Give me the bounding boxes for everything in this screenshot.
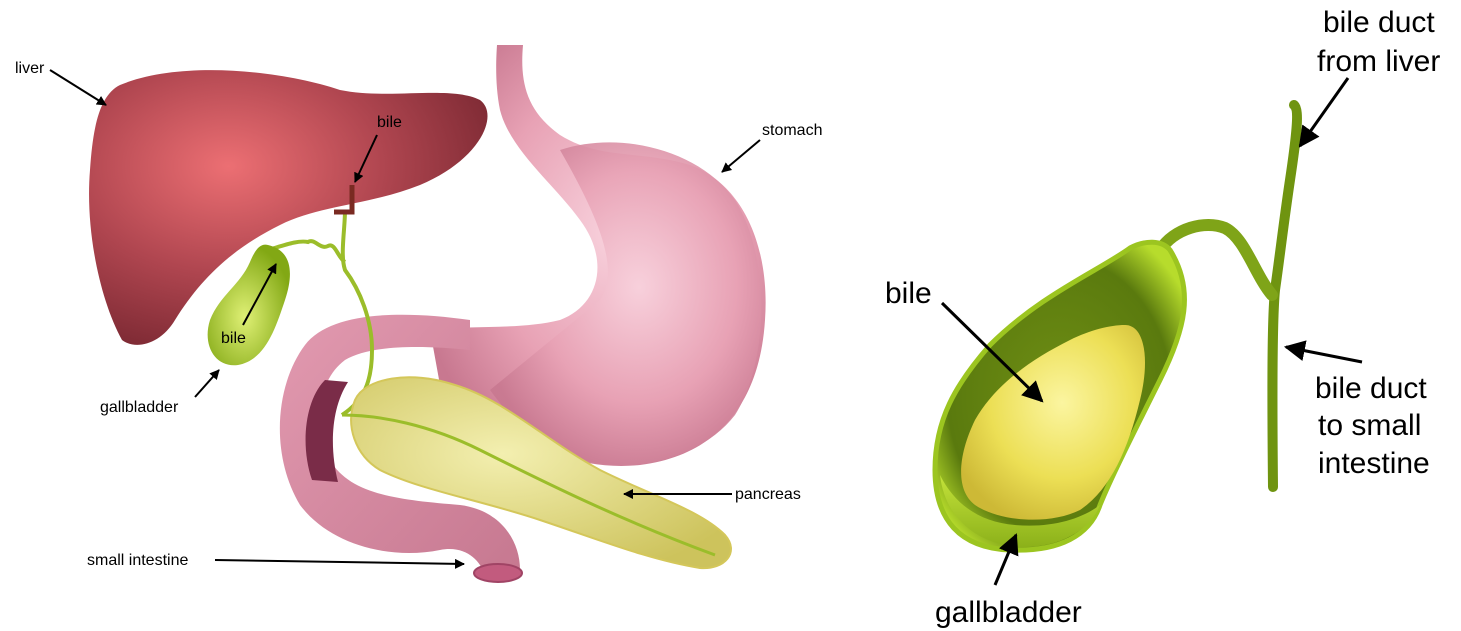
bile-duct-to-si-arrow [1286, 347, 1362, 362]
liver-arrow [50, 70, 106, 105]
bile-duct-to-si-label-1: bile duct [1315, 372, 1427, 405]
small-intestine-label: small intestine [87, 552, 188, 569]
pancreas-label: pancreas [735, 486, 801, 503]
bile-duct-from-liver-label-1: bile duct [1323, 6, 1435, 39]
bile-duct-from-liver-arrow [1300, 78, 1348, 146]
right-diagram: bile duct from liver bile bile duct to s… [885, 6, 1440, 629]
liver [89, 70, 487, 345]
stomach-arrow [722, 140, 760, 172]
bile-gallbladder-label: bile [221, 330, 246, 347]
intestine-end-opening [474, 564, 522, 582]
bile-duct-from-liver-label-2: from liver [1317, 45, 1440, 78]
left-diagram: liver bile stomach bile gallbladder panc… [15, 45, 822, 582]
gallbladder-label-left: gallbladder [100, 399, 179, 416]
gallbladder-arrow-left [195, 370, 219, 397]
bile-duct-to-si-label-3: intestine [1318, 447, 1430, 480]
stomach-label: stomach [762, 122, 822, 139]
gallbladder-label-right: gallbladder [935, 596, 1082, 629]
bile-top-label: bile [377, 114, 402, 131]
liver-label: liver [15, 60, 45, 77]
small-intestine-arrow [215, 560, 464, 564]
bile-label-right: bile [885, 277, 932, 310]
stomach [490, 142, 761, 464]
bile-duct-to-si-label-2: to small [1318, 409, 1421, 442]
